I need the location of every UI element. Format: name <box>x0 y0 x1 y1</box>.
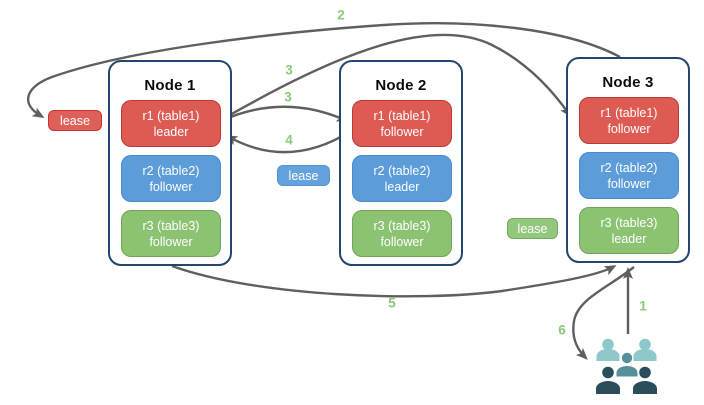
node-3-title: Node 3 <box>602 74 654 91</box>
step-label-3-lower: 3 <box>284 89 292 105</box>
node-3: Node 3 r1 (table1) follower r2 (table2) … <box>566 57 690 263</box>
replica-name: r2 (table2) <box>142 163 200 178</box>
users-group-icon <box>596 338 657 394</box>
node-2: Node 2 r1 (table1) follower r2 (table2) … <box>339 60 463 266</box>
replica-role: follower <box>607 121 651 136</box>
step-label-3-upper: 3 <box>285 62 293 78</box>
step-label-2: 2 <box>337 7 345 23</box>
node-1-replica-r2: r2 (table2) follower <box>121 155 221 202</box>
lease-badge-blue: lease <box>277 165 330 186</box>
replica-role: leader <box>153 124 189 139</box>
replica-role: follower <box>149 234 193 249</box>
node-2-replica-r3: r3 (table3) follower <box>352 210 452 257</box>
arrow-step6-node3-to-users <box>572 266 635 360</box>
replica-role: leader <box>384 179 420 194</box>
step-label-5: 5 <box>388 295 396 311</box>
replica-role: leader <box>611 231 647 246</box>
arrow-step5-node1-to-node3 <box>171 264 617 298</box>
replica-role: follower <box>380 124 424 139</box>
replica-name: r1 (table1) <box>142 108 200 123</box>
arrow-step3-node1-to-node2 <box>220 105 349 123</box>
replica-name: r2 (table2) <box>373 163 431 178</box>
node-1: Node 1 r1 (table1) leader r2 (table2) fo… <box>108 60 232 266</box>
node-1-replica-r1: r1 (table1) leader <box>121 100 221 147</box>
lease-badge-green: lease <box>507 218 558 239</box>
replica-name: r2 (table2) <box>600 160 658 175</box>
node-1-title: Node 1 <box>144 77 196 94</box>
node-2-replica-r1: r1 (table1) follower <box>352 100 452 147</box>
replica-role: follower <box>149 179 193 194</box>
replica-role: follower <box>607 176 651 191</box>
step-label-4: 4 <box>285 132 293 148</box>
node-3-replica-r1: r1 (table1) follower <box>579 97 679 144</box>
replica-name: r3 (table3) <box>373 218 431 233</box>
replica-name: r1 (table1) <box>373 108 431 123</box>
replica-role: follower <box>380 234 424 249</box>
step-label-6: 6 <box>558 322 566 338</box>
replica-name: r3 (table3) <box>600 215 658 230</box>
node-3-replica-r3: r3 (table3) leader <box>579 207 679 254</box>
node-2-title: Node 2 <box>375 77 427 94</box>
lease-badge-red: lease <box>48 110 102 131</box>
node-2-replica-r2: r2 (table2) leader <box>352 155 452 202</box>
replica-name: r3 (table3) <box>142 218 200 233</box>
replica-name: r1 (table1) <box>600 105 658 120</box>
step-label-1: 1 <box>639 298 647 314</box>
node-3-replica-r2: r2 (table2) follower <box>579 152 679 199</box>
node-1-replica-r3: r3 (table3) follower <box>121 210 221 257</box>
